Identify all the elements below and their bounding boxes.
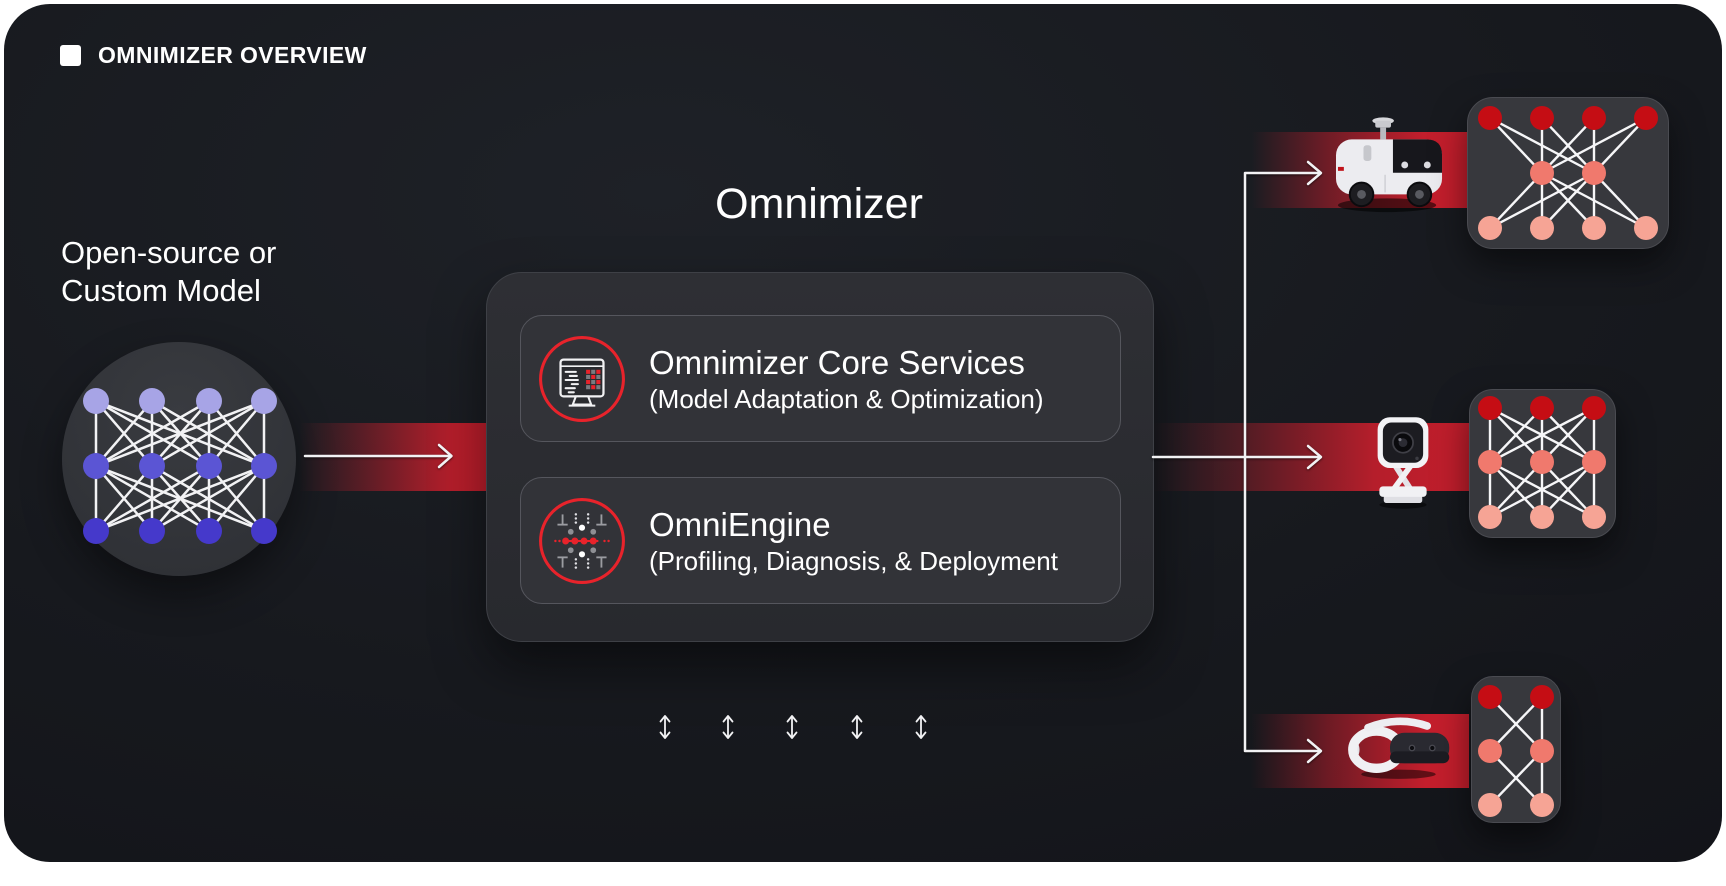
camera-network-card	[1469, 389, 1616, 538]
chip-circuit-icon	[539, 497, 625, 584]
robot-network-card	[1467, 97, 1669, 249]
robot-network-graphic	[1468, 98, 1668, 248]
camera-network-graphic	[1470, 390, 1615, 537]
omni-engine-box: OmniEngine (Profiling, Diagnosis, & Depl…	[520, 477, 1121, 604]
vr-headset-image	[1348, 717, 1450, 779]
headset-network-graphic	[1472, 677, 1560, 822]
double-arrow-icon	[851, 715, 863, 739]
headset-network-card	[1471, 676, 1561, 823]
omni-engine-subtitle: (Profiling, Diagnosis, & Deployment	[649, 546, 1058, 576]
omnimizer-title: Omnimizer	[715, 180, 923, 228]
omnimizer-container: Omnimizer Core Services (Model Adaptatio…	[486, 272, 1154, 739]
double-arrow-icon	[915, 715, 927, 739]
omni-engine-text: OmniEngine (Profiling, Diagnosis, & Depl…	[649, 504, 1058, 577]
smart-camera-image	[1377, 417, 1429, 509]
input-model-label: Open-source or Custom Model	[61, 234, 276, 310]
omni-engine-title: OmniEngine	[649, 506, 831, 543]
core-services-text: Omnimizer Core Services (Model Adaptatio…	[649, 342, 1044, 415]
header: OMNIMIZER OVERVIEW	[60, 42, 367, 69]
header-square-icon	[60, 45, 81, 66]
input-model-label-line1: Open-source or	[61, 235, 277, 270]
core-services-title: Omnimizer Core Services	[649, 344, 1025, 381]
core-services-box: Omnimizer Core Services (Model Adaptatio…	[520, 315, 1121, 442]
flow-band-input	[299, 423, 489, 491]
input-model-label-line2: Custom Model	[61, 273, 261, 308]
input-model-circle	[62, 342, 296, 576]
header-title: OMNIMIZER OVERVIEW	[98, 42, 367, 68]
delivery-robot-image	[1336, 117, 1443, 213]
input-network-graphic	[62, 342, 296, 576]
double-arrow-icon	[722, 715, 734, 739]
double-arrow-icon	[659, 715, 671, 739]
core-services-subtitle: (Model Adaptation & Optimization)	[649, 384, 1044, 414]
diagram-canvas: OMNIMIZER OVERVIEW Open-source or Custom…	[4, 4, 1722, 862]
code-window-icon	[539, 335, 625, 422]
double-arrow-icon	[786, 715, 798, 739]
